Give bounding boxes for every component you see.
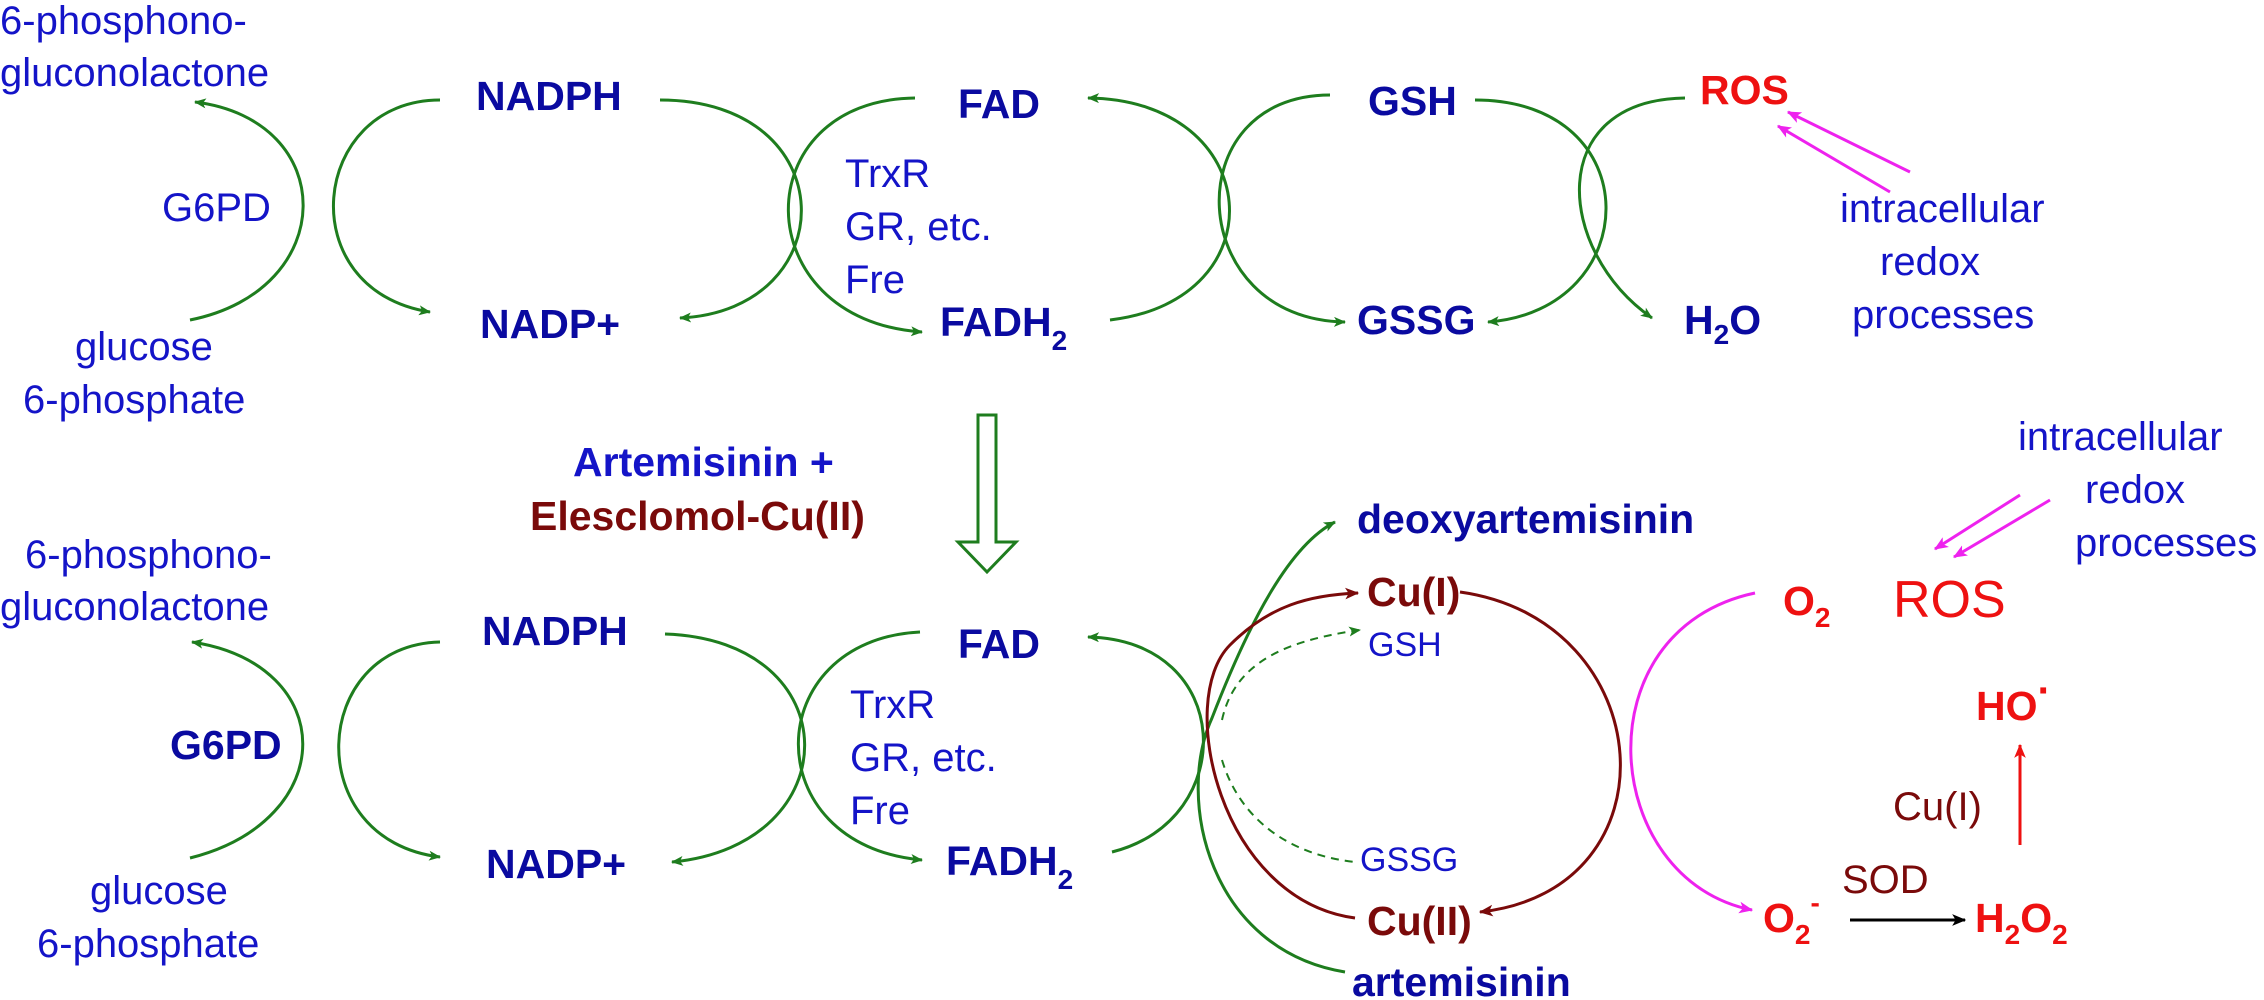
bottom-enzyme-fre: Fre bbox=[850, 789, 910, 833]
artemisinin-label: artemisinin bbox=[1352, 959, 1571, 1000]
bottom-fad-label: FAD bbox=[958, 621, 1040, 667]
top-glucose-line2: 6-phosphate bbox=[23, 378, 245, 422]
top-enzyme-fre: Fre bbox=[845, 258, 905, 302]
treatment-section: Artemisinin + Elesclomol-Cu(II) bbox=[530, 413, 1020, 575]
bottom-nadph-fad-arc-right bbox=[796, 630, 923, 864]
top-enzyme-gr: GR, etc. bbox=[845, 205, 992, 249]
bottom-redox-arrow-1 bbox=[1934, 493, 2021, 551]
top-fad-gsh-arc-left bbox=[1087, 93, 1231, 322]
top-redox-arrow-1 bbox=[1786, 110, 1911, 174]
top-g6pd-arc-left bbox=[189, 98, 305, 322]
bottom-fadh2-label: FADH2 bbox=[946, 838, 1073, 895]
top-redox-line3: processes bbox=[1852, 293, 2034, 337]
bottom-cu-arc-right bbox=[1459, 590, 1622, 917]
top-nadp-label: NADP+ bbox=[480, 301, 620, 347]
bottom-gssg-label: GSSG bbox=[1360, 841, 1458, 879]
bottom-glucose-line2: 6-phosphate bbox=[37, 922, 259, 966]
top-fadh2-label: FADH2 bbox=[940, 299, 1067, 356]
top-gsh-label: GSH bbox=[1368, 78, 1457, 124]
bottom-enzyme-trxr: TrxR bbox=[850, 683, 935, 727]
o2-label: O2 bbox=[1783, 578, 1830, 633]
bottom-pathway: 6-phosphono- gluconolactone G6PD glucose… bbox=[0, 415, 2257, 1000]
bottom-nadph-label: NADPH bbox=[482, 608, 628, 654]
top-g6pd-arc-right bbox=[332, 98, 441, 316]
bottom-ros-label: ROS bbox=[1893, 571, 2006, 629]
bottom-nadp-label: NADP+ bbox=[486, 841, 626, 887]
top-redox-arrow-2 bbox=[1776, 124, 1891, 194]
deoxyartemisinin-label: deoxyartemisinin bbox=[1357, 496, 1694, 542]
bottom-gsh-label: GSH bbox=[1368, 626, 1442, 664]
artemisinin-plus-label: Artemisinin + bbox=[573, 439, 834, 485]
top-redox-line1: intracellular bbox=[1840, 187, 2045, 231]
cu2-label: Cu(II) bbox=[1367, 898, 1472, 944]
bottom-g6pd-arc-right bbox=[337, 640, 441, 861]
bottom-phosphono-line2: gluconolactone bbox=[0, 585, 269, 629]
top-glucose-line1: glucose bbox=[75, 325, 213, 369]
top-enzyme-trxr: TrxR bbox=[845, 152, 930, 196]
bottom-fad-arc bbox=[1087, 632, 1205, 854]
top-nadph-fad-arc-left bbox=[659, 98, 803, 323]
top-fad-gsh-arc-right bbox=[1217, 93, 1346, 327]
top-h2o-label: H2O bbox=[1684, 297, 1761, 350]
bottom-cu1-catalyst-label: Cu(I) bbox=[1893, 785, 1982, 829]
top-gsh-ros-arc-right bbox=[1577, 96, 1686, 320]
bottom-g6pd-label: G6PD bbox=[170, 722, 282, 768]
top-nadph-label: NADPH bbox=[476, 73, 622, 119]
h2o2-label: H2O2 bbox=[1975, 895, 2068, 950]
bottom-enzyme-gr: GR, etc. bbox=[850, 736, 997, 780]
top-gssg-label: GSSG bbox=[1357, 297, 1475, 343]
bottom-nadph-fad-arc-left bbox=[664, 632, 807, 866]
bottom-g6pd-arc-left bbox=[189, 638, 305, 860]
bottom-gsh-dashed-arrow bbox=[1221, 626, 1361, 721]
top-ros-label: ROS bbox=[1700, 67, 1789, 113]
cu1-label: Cu(I) bbox=[1367, 569, 1460, 615]
top-nadph-fad-arc-right bbox=[786, 96, 923, 337]
elesclomol-label: Elesclomol-Cu(II) bbox=[530, 493, 865, 539]
bottom-redox-line3: processes bbox=[2075, 521, 2257, 565]
top-g6pd-label: G6PD bbox=[162, 186, 271, 230]
top-pathway: 6-phosphono- gluconolactone G6PD glucose… bbox=[0, 0, 2045, 422]
bottom-cu-arc-left bbox=[1205, 587, 1360, 920]
bottom-phosphono-line1: 6-phosphono- bbox=[25, 533, 272, 577]
bottom-gssg-dashed-line bbox=[1221, 759, 1356, 863]
hydroxyl-radical-label: HO· bbox=[1976, 667, 2051, 729]
superoxide-label: O2- bbox=[1763, 887, 1820, 950]
sod-label: SOD bbox=[1842, 858, 1929, 902]
bottom-redox-arrow-2 bbox=[1952, 498, 2051, 559]
top-phosphono-line1: 6-phosphono- bbox=[0, 0, 247, 43]
bottom-glucose-line1: glucose bbox=[90, 869, 228, 913]
top-redox-line2: redox bbox=[1880, 240, 1980, 284]
bottom-redox-line1: intracellular bbox=[2018, 415, 2223, 459]
top-gsh-ros-arc-left bbox=[1474, 98, 1608, 327]
bottom-o2-arc bbox=[1629, 591, 1756, 914]
bottom-redox-line2: redox bbox=[2085, 468, 2185, 512]
down-hollow-arrow bbox=[954, 413, 1020, 575]
bottom-artemisinin-arc bbox=[1196, 520, 1346, 974]
top-fad-label: FAD bbox=[958, 81, 1040, 127]
top-phosphono-line2: gluconolactone bbox=[0, 51, 269, 95]
